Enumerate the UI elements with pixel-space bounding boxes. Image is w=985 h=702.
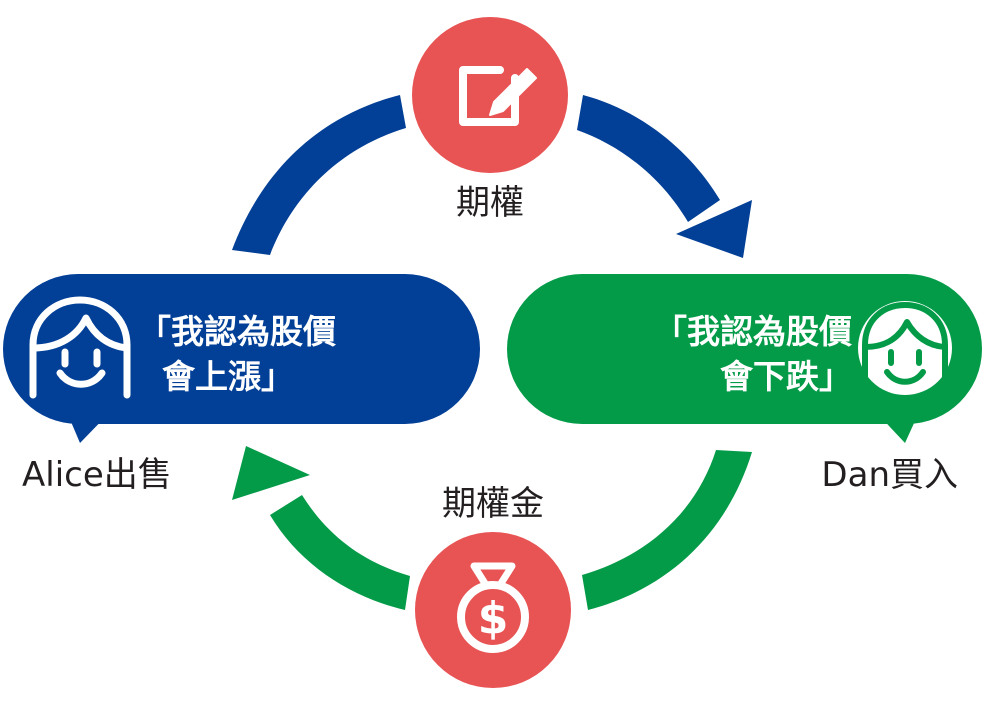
buyer-bubble-tail (874, 410, 920, 443)
seller-quote-line2: 會上漲」 (162, 357, 294, 396)
money-bag-icon: $ (457, 562, 529, 653)
bottom-node-circle (415, 532, 571, 688)
premium-flow-arrowhead (232, 446, 310, 500)
top-node-label: 期權 (456, 183, 524, 223)
bottom-node: $ (415, 532, 571, 688)
svg-text:$: $ (478, 593, 509, 644)
seller-quote-line1: 「我認為股價 (138, 312, 336, 351)
buyer-speech-bubble: 「我認為股價 會下跌」 (507, 274, 982, 443)
buyer-label: Dan買入 (821, 455, 958, 495)
option-flow-arrow (232, 95, 752, 258)
premium-flow-arc-right (582, 450, 752, 610)
option-flow-arc-left (232, 95, 406, 255)
premium-flow-arc-left (270, 495, 410, 610)
top-node-circle (412, 17, 568, 173)
smiling-face-icon (858, 301, 952, 398)
buyer-quote-line2: 會下跌」 (720, 357, 852, 396)
top-node (412, 17, 568, 173)
seller-label: Alice出售 (22, 455, 172, 495)
seller-speech-bubble: 「我認為股價 會上漲」 (3, 274, 480, 443)
buyer-quote-line1: 「我認為股價 (654, 312, 852, 351)
seller-bubble-body (3, 274, 480, 424)
smiling-face-icon (29, 296, 131, 399)
edit-document-icon (459, 66, 537, 126)
option-flow-arc-right (577, 95, 720, 222)
seller-bubble-tail (66, 410, 112, 443)
premium-flow-arrow (232, 446, 752, 610)
bottom-node-label: 期權金 (442, 484, 544, 524)
option-flow-arrowhead (676, 200, 752, 258)
